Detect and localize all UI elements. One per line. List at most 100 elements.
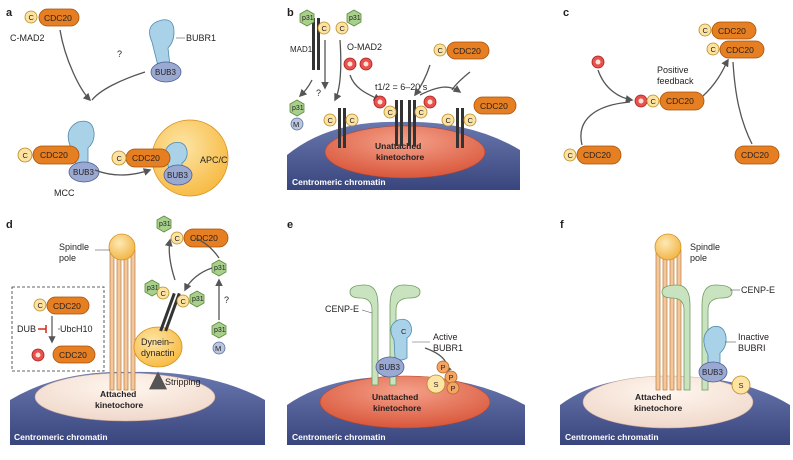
d-right-p31 [211, 259, 227, 277]
f-bub3-label: BUB3 [702, 368, 723, 377]
positive-label-1: Positive [657, 65, 689, 75]
d-arrow-2 [164, 238, 176, 281]
bub3-label: BUB3 [155, 68, 176, 77]
bar-c-2-label: C [350, 116, 356, 125]
complex-c-ball [646, 94, 660, 108]
e-active-bubr1 [390, 318, 412, 361]
kinetochore-label-2: kinetochore [376, 152, 424, 162]
d-p31-1: p31 [147, 285, 159, 292]
box-cdc20-2-label: CDC20 [59, 350, 87, 360]
f-spindle-pole [654, 233, 682, 261]
box-c-label: C [38, 301, 44, 310]
top-c-ball-2 [335, 21, 349, 35]
top-c-2: C [340, 24, 346, 33]
d-top-cdc20-label: CDC20 [190, 233, 218, 243]
arrow-c4 [732, 61, 753, 145]
apcc-c-label: C [117, 154, 123, 163]
complex-c-label: C [651, 97, 657, 106]
bl-cdc20-label: CDC20 [583, 150, 611, 160]
right-cdc20-1-label: CDC20 [453, 46, 481, 56]
c-mad2-ball [24, 10, 38, 24]
d-m-label: M [215, 344, 221, 353]
bar-c-4 [414, 105, 428, 119]
d-top-c-label: C [175, 234, 181, 243]
panel-a: a C CDC20 C-MAD2 BUB3 BUBR1 ? CDC20 C BU… [6, 7, 229, 198]
d-right-p31-2 [211, 321, 227, 339]
arrow-bubr1-to-mcc [91, 71, 146, 101]
f-bub3 [698, 361, 728, 383]
bar-c-6-label: C [468, 116, 474, 125]
panel-e: e Unattached kinetochore Centromeric chr… [287, 219, 525, 445]
tr-cdc20-2 [719, 40, 765, 59]
panel-letter-f: f [560, 219, 564, 231]
e-p-1: P [441, 363, 446, 372]
right-c-1 [433, 43, 447, 57]
e-active-1: Active [433, 332, 458, 342]
panel-f: f Attached kinetochore Centromeric chrom… [560, 219, 790, 445]
tr-c-1 [698, 23, 712, 37]
d-chromatin-label: Centromeric chromatin [14, 432, 108, 442]
bubr1-shape [149, 19, 175, 69]
br-cdc20-label: CDC20 [741, 150, 769, 160]
d-mad-bar-1 [159, 292, 176, 332]
d-spindle-1: Spindle [59, 242, 89, 252]
e-p-ball-1 [436, 360, 450, 374]
bar-c-3-label: C [388, 108, 394, 117]
box-cdc20 [46, 296, 90, 315]
d-right-p31-2-label: p31 [214, 327, 226, 334]
arrow-cdc20-to-mcc [59, 29, 92, 102]
right-cdc20-2 [473, 96, 517, 115]
box-c [33, 298, 47, 312]
e-s-ball [426, 374, 446, 394]
e-active-2: BUBR1 [433, 343, 463, 353]
panel-d: d Attached kinetochore Centromeric chrom… [6, 215, 265, 445]
f-inactive-2: BUBRI [738, 343, 766, 353]
arrow-b7 [451, 71, 471, 91]
mcc-cdc20-pill [32, 145, 80, 165]
bar-c-2 [345, 113, 359, 127]
d-c-1: C [161, 289, 167, 298]
kinetochore-blob [324, 125, 486, 179]
d-spindle-pole [108, 233, 136, 261]
f-spindle-1: Spindle [690, 242, 720, 252]
complex-cdc20-label: CDC20 [666, 96, 694, 106]
panel-letter-a: a [6, 7, 13, 19]
e-c: C [401, 327, 407, 336]
cdc20-label: CDC20 [44, 13, 72, 23]
e-cenpe-label: CENP-E [325, 304, 359, 314]
bar-c-1 [323, 113, 337, 127]
f-spindle-2: pole [690, 253, 707, 263]
mcc-cdc20-label: CDC20 [40, 150, 68, 160]
stripping-label: Stripping [165, 377, 201, 387]
f-kinetochore-2: kinetochore [634, 403, 682, 413]
e-bub3-label: BUB3 [379, 363, 400, 372]
e-kinetochore [319, 375, 491, 429]
d-arrow-1 [194, 237, 220, 259]
d-m-ball [212, 341, 226, 355]
f-inactive-1: Inactive [738, 332, 769, 342]
panel-b: b Unattached kinetochore Centromeric chr… [287, 7, 520, 190]
dynein-1: Dynein– [141, 337, 174, 347]
box-cdc20-label: CDC20 [53, 301, 81, 311]
f-kinetochore [582, 375, 754, 429]
e-p-2: P [449, 373, 454, 382]
arrow-b2 [334, 39, 342, 102]
panel-letter-e: e [287, 219, 293, 231]
p31-hex-3 [289, 99, 305, 117]
d-c-2: C [181, 297, 187, 306]
d-spindle-2: pole [59, 253, 76, 263]
c-mad2-label: C-MAD2 [10, 33, 45, 43]
bar-c-5 [441, 113, 455, 127]
question-b: ? [316, 88, 321, 98]
f-s: S [739, 381, 744, 390]
p31-label-1: p31 [302, 15, 314, 22]
arrow-b6 [414, 64, 431, 97]
mad1-bar-1 [312, 18, 315, 70]
p31-label-3: p31 [292, 105, 304, 112]
right-cdc20-1 [446, 41, 490, 60]
d-microtubules [109, 249, 136, 391]
arrow-mcc-to-apcc [94, 168, 152, 176]
bar-c-3 [383, 105, 397, 119]
d-question: ? [224, 295, 229, 305]
